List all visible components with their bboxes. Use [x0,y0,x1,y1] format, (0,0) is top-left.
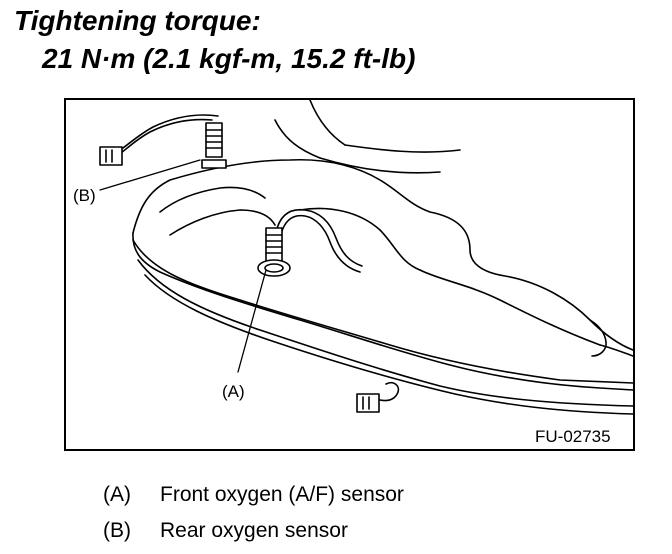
torque-heading: Tightening torque: [14,5,261,36]
legend-text-a: Front oxygen (A/F) sensor [160,483,404,506]
torque-value: 21 N·m (2.1 kgf-m, 15.2 ft-lb) [42,43,416,74]
legend-item-a: (A) Front oxygen (A/F) sensor [103,482,404,508]
figure-code: FU-02735 [535,427,611,446]
callout-a-label: (A) [222,382,245,401]
legend-key-b: (B) [103,519,131,542]
legend-key-a: (A) [103,483,131,506]
figure-frame [64,98,635,451]
legend-item-b: (B) Rear oxygen sensor [103,518,348,544]
legend-text-b: Rear oxygen sensor [160,519,348,542]
callout-b-label: (B) [73,186,96,205]
exhaust-pipe-drawing [99,99,634,415]
